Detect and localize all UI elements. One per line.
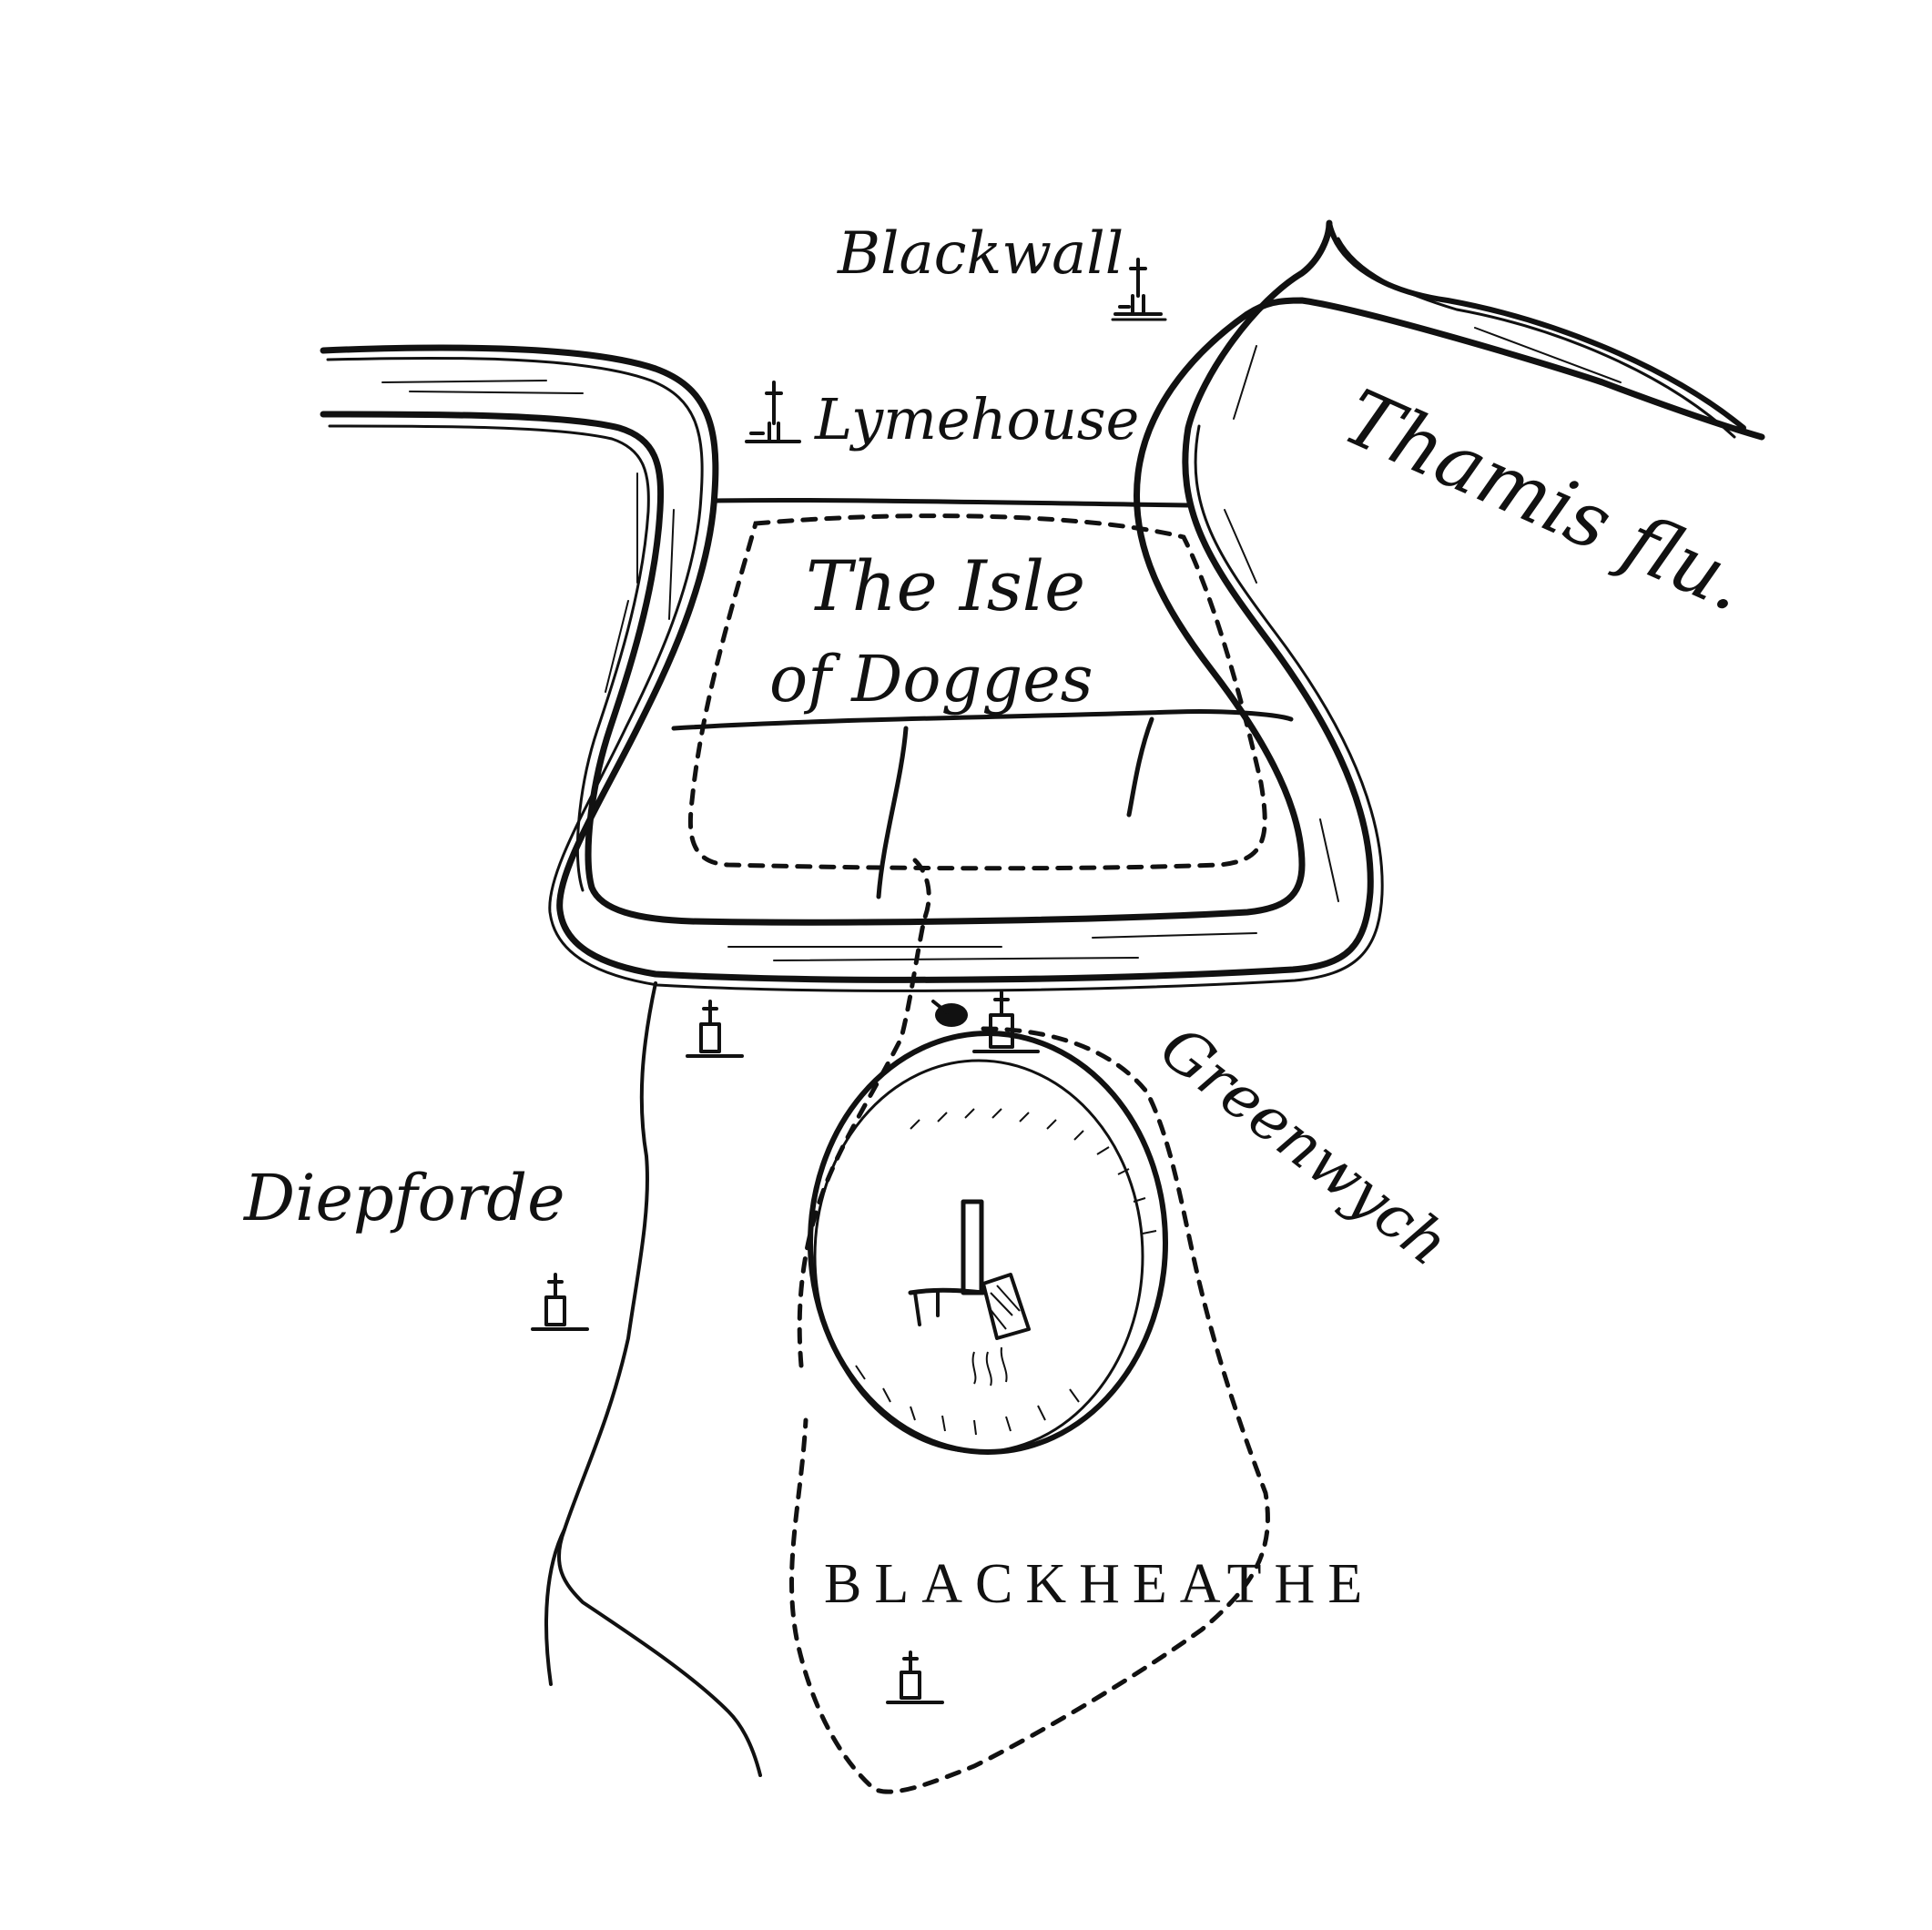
label-diepforde: Diepforde [242, 1161, 565, 1235]
river-thames [320, 219, 1765, 992]
church-icon [931, 990, 1040, 1053]
label-blackwall: Blackwall [837, 220, 1124, 288]
blackheath-boundary [789, 1026, 1270, 1794]
label-blackheathe: BLACKHEATHE [824, 1553, 1375, 1615]
greenwich-park [808, 1031, 1168, 1455]
deptford-creek [544, 981, 762, 1777]
label-isle-line1: The Isle [806, 545, 1085, 626]
label-greenwych: Greenwych [1147, 1012, 1461, 1279]
church-icon [886, 1651, 944, 1704]
label-lymehouse: Lymehouse [814, 386, 1139, 452]
label-thamis-flu: Thamis flu. [1331, 372, 1761, 629]
label-isle-line2: of Dogges [769, 642, 1093, 716]
church-icon [531, 1273, 589, 1331]
church-icon [1111, 258, 1167, 321]
church-icon [745, 381, 801, 443]
church-icon [686, 1000, 744, 1058]
